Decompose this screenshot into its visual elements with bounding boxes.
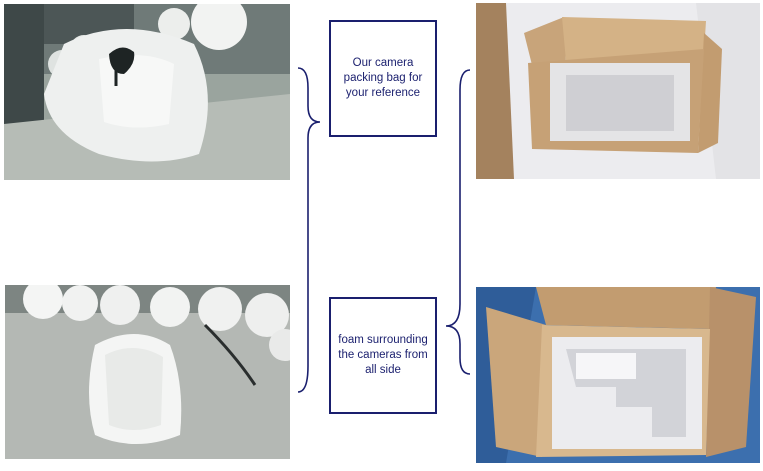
right-brace [445,69,471,375]
caption-packing-bag: Our camera packing bag for your referenc… [329,20,437,137]
photo-box-foam-lining [476,3,760,179]
photo-box-foam-insert [476,287,760,463]
caption-foam-text: foam surrounding the cameras from all si… [338,334,428,376]
photo-camera-wrapped [5,285,290,459]
left-brace [297,67,321,393]
caption-packing-bag-text: Our camera packing bag for your referenc… [343,57,423,99]
photo-camera-in-bag [4,4,290,180]
caption-foam: foam surrounding the cameras from all si… [329,297,437,414]
